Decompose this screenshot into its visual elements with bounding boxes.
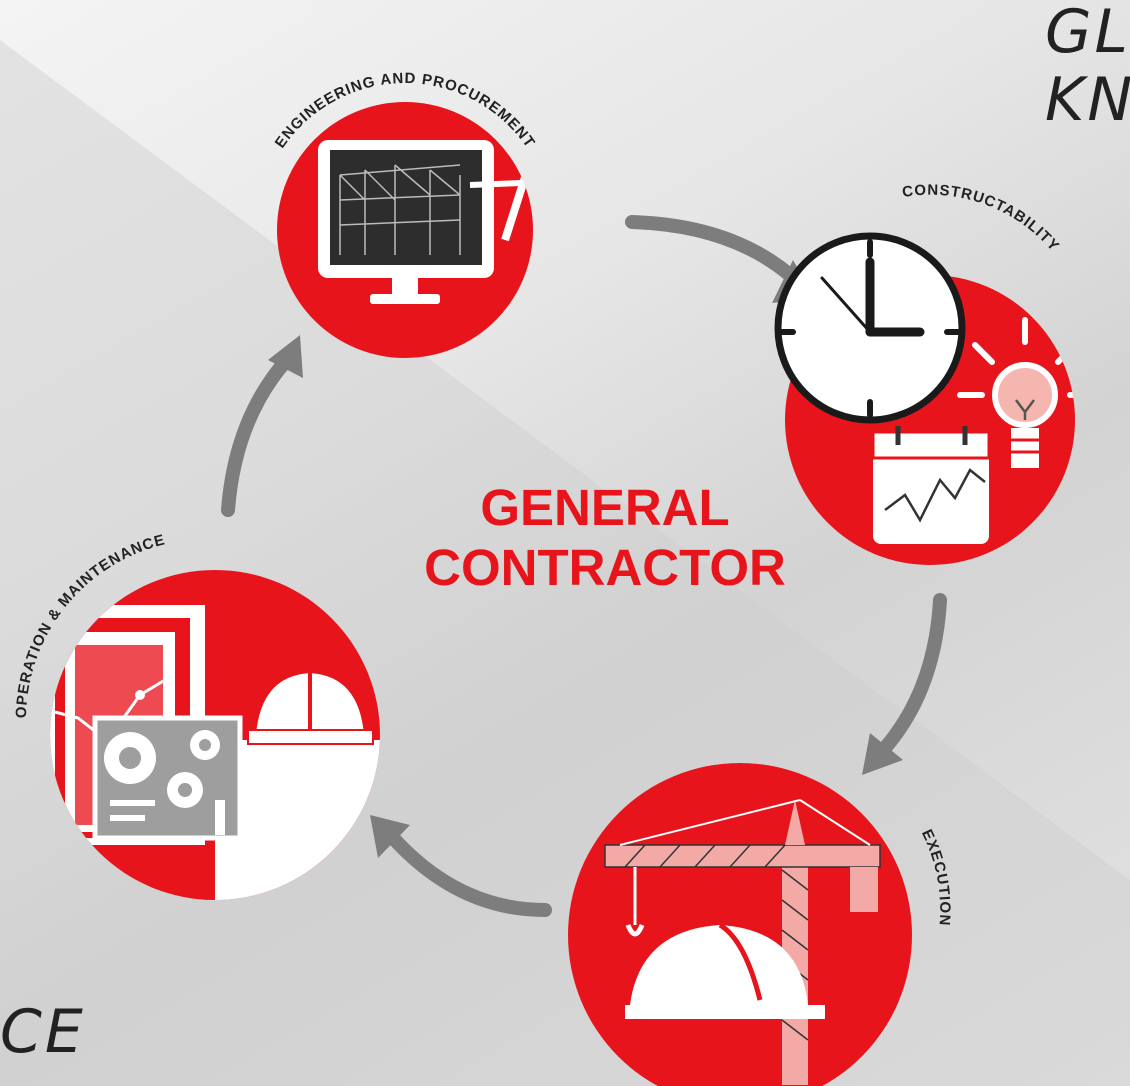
- crane-hardhat-icon: [604, 799, 881, 1085]
- center-title-line1: GENERAL: [480, 479, 730, 536]
- corner-text-bottom: CE: [0, 997, 86, 1067]
- gears-worker-icon: [50, 605, 380, 900]
- cycle-arrows: [221, 215, 947, 917]
- center-title-line2: CONTRACTOR: [424, 539, 786, 596]
- center-title: GENERAL CONTRACTOR: [335, 478, 875, 598]
- clock-hands: [777, 239, 963, 418]
- arrow-2-head: [862, 733, 903, 775]
- clock-bulb-calendar-icon: [871, 317, 1075, 544]
- stage-execution: EXECUTION: [568, 763, 953, 1086]
- stage-constructability: CONSTRUCTABILITY: [774, 182, 1075, 565]
- arrow-3-head: [370, 815, 410, 858]
- monitor-compass-icon: [318, 102, 533, 304]
- arrow-4: [221, 355, 292, 517]
- arrow-1: [625, 215, 797, 282]
- corner-text-top-2: KN: [1045, 65, 1130, 135]
- arrow-4-head: [268, 335, 303, 378]
- stage-constructability-label: CONSTRUCTABILITY: [901, 182, 1063, 255]
- arrow-2: [878, 593, 947, 755]
- stage-engineering: ENGINEERING AND PROCUREMENT: [272, 70, 537, 358]
- stage-execution-label: EXECUTION: [918, 827, 953, 927]
- corner-text-top-1: GL: [1045, 0, 1130, 67]
- arrow-3: [388, 833, 552, 917]
